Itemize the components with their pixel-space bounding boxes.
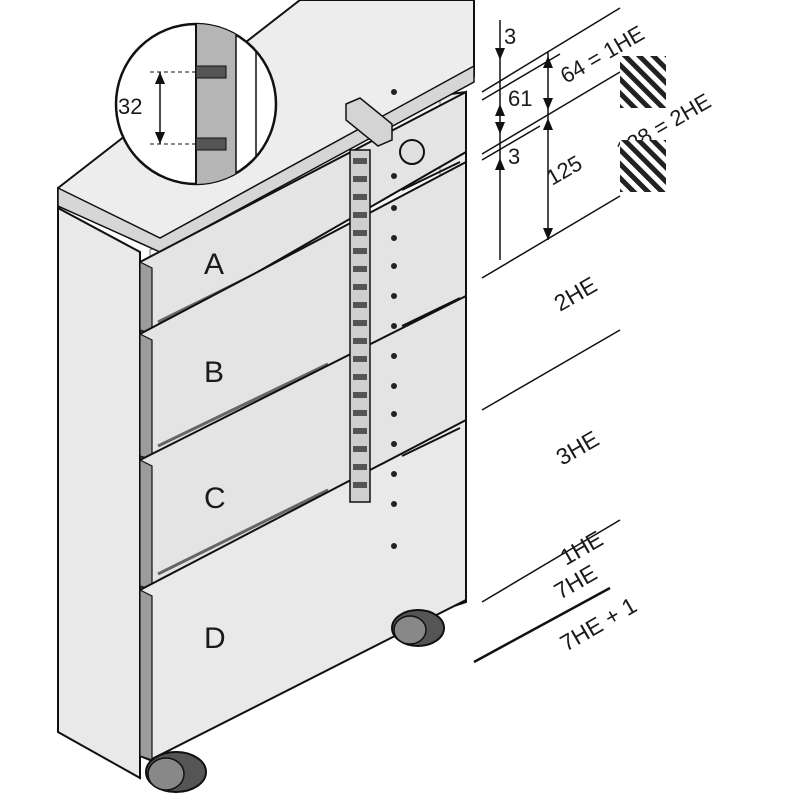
two-he-hatch-block (620, 140, 666, 192)
lock-icon[interactable] (399, 139, 425, 165)
cabinet-left-side (57, 206, 141, 780)
dim-second-gap: 3 (508, 144, 520, 169)
drawer-c-label: C (204, 482, 226, 515)
dim-top-gap: 3 (504, 24, 516, 49)
he-label-seven-he-plus-one: 7HE + 1 (556, 592, 642, 656)
dim-first-height: 61 (508, 86, 532, 111)
he-label-drawer-a: 2HE (550, 271, 602, 316)
one-he-hatch-block (620, 56, 666, 108)
drawer-a-label: A (204, 248, 224, 281)
he-underline (473, 586, 611, 664)
caster-front (145, 751, 207, 793)
caster-back (391, 609, 445, 647)
panel-holes (391, 89, 397, 549)
dimension-arrows (495, 48, 553, 240)
drawer-d-label: D (204, 622, 226, 655)
dimension-lines (481, 7, 621, 603)
rail-teeth (353, 158, 367, 488)
drawer-b[interactable]: B (139, 160, 467, 462)
hole-spacing-label: 32 (118, 94, 142, 119)
drawer-b-label: B (204, 356, 224, 389)
detail-magnifier: 32 (114, 22, 278, 186)
drawer-d[interactable]: D (139, 418, 467, 762)
he-label-drawer-bc: 3HE (552, 425, 604, 470)
cabinet-top-edge (57, 64, 475, 253)
lock-bracket (345, 97, 393, 147)
